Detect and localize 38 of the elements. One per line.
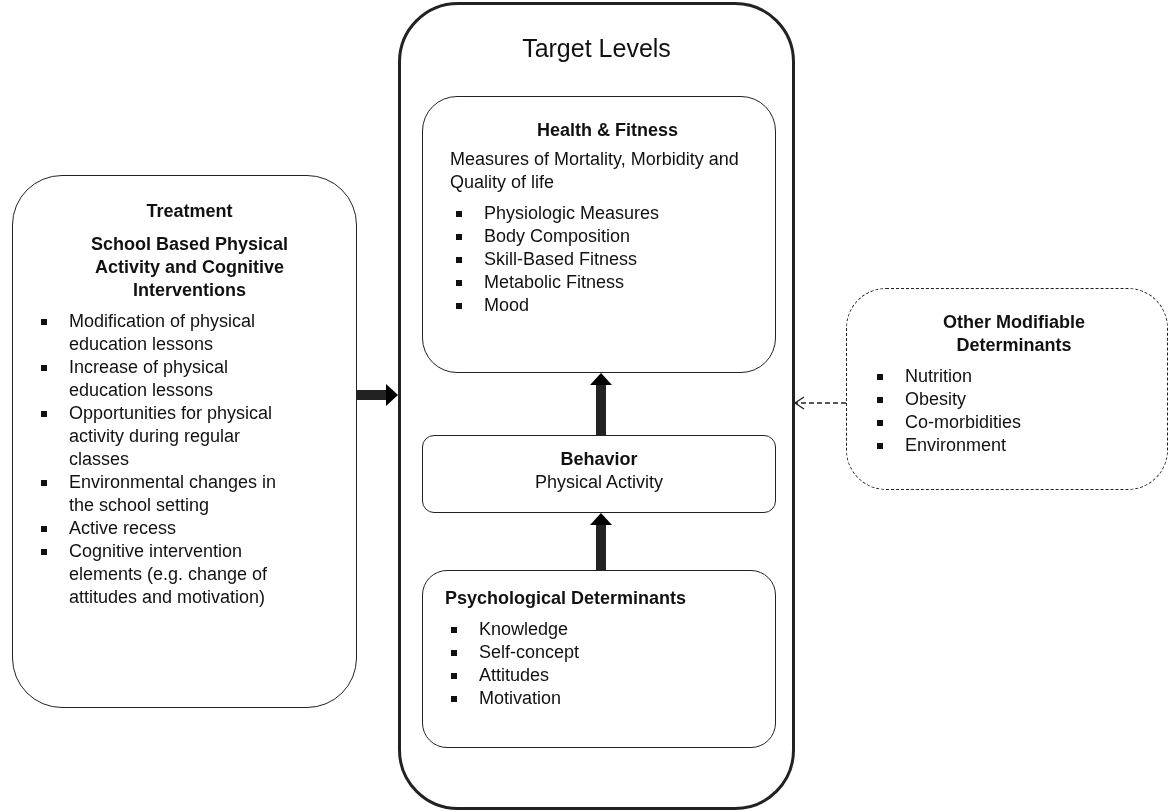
box-heading: Behavior [559, 448, 639, 471]
box-heading: Other Modifiable Determinants [942, 311, 1086, 357]
bullet-item: Mood [450, 294, 765, 317]
arrow [590, 373, 612, 435]
container-box [398, 2, 795, 810]
bullet-item: Active recess [35, 517, 285, 540]
box-heading: Treatment [145, 200, 234, 223]
process-box [422, 570, 776, 748]
bullet-item: Increase of physical education lessons [35, 356, 285, 402]
bullet-item: Cognitive intervention elements (e.g. change of attitudes and motivation) [35, 540, 285, 609]
bullet-item: Environmental changes in the school setting [35, 471, 285, 517]
bullet-item: Motivation [445, 687, 765, 710]
process-box [12, 175, 357, 708]
bullet-item: Physiologic Measures [450, 202, 765, 225]
box-text: Physical Activity [533, 471, 664, 494]
box-title: Target Levels [521, 33, 672, 63]
box-text: Measures of Mortality, Morbidity and Quality of life [450, 148, 740, 194]
bullet-item: Co-morbidities [871, 411, 1157, 434]
bullet-item: Self-concept [445, 641, 765, 664]
bullet-item: Environment [871, 434, 1157, 457]
bullet-item: Opportunities for physical activity during regular classes [35, 402, 285, 471]
bullet-item: Metabolic Fitness [450, 271, 765, 294]
process-box [422, 96, 776, 373]
box-heading: Psychological Determinants [445, 587, 688, 610]
arrow [357, 384, 398, 406]
arrow [794, 396, 847, 410]
process-box [422, 435, 776, 513]
bullet-item: Skill-Based Fitness [450, 248, 765, 271]
box-heading: School Based Physical Activity and Cognitive Interventions [89, 233, 290, 302]
arrow [590, 513, 612, 570]
box-heading: Health & Fitness [536, 119, 679, 142]
bullet-item: Knowledge [445, 618, 765, 641]
bullet-item: Modification of physical education lessons [35, 310, 285, 356]
process-box [846, 288, 1168, 490]
bullet-item: Attitudes [445, 664, 765, 687]
bullet-item: Nutrition [871, 365, 1157, 388]
bullet-item: Obesity [871, 388, 1157, 411]
bullet-item: Body Composition [450, 225, 765, 248]
